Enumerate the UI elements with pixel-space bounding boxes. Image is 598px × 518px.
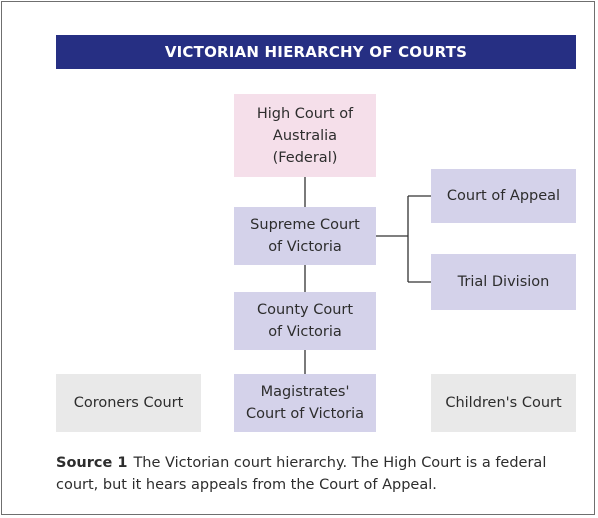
supreme-court-box: Supreme Court of Victoria: [234, 207, 376, 265]
magistrates-court-box: Magistrates' Court of Victoria: [234, 374, 376, 432]
trial-division-box: Trial Division: [431, 254, 576, 310]
county-court-box: County Court of Victoria: [234, 292, 376, 350]
childrens-court-box: Children's Court: [431, 374, 576, 432]
high-court-box: High Court of Australia (Federal): [234, 94, 376, 177]
court-of-appeal-box: Court of Appeal: [431, 169, 576, 223]
diagram-title: VICTORIAN HIERARCHY OF COURTS: [56, 35, 576, 69]
coroners-court-box: Coroners Court: [56, 374, 201, 432]
caption-label: Source 1: [56, 455, 128, 471]
caption-text: The Victorian court hierarchy. The High …: [56, 455, 547, 493]
